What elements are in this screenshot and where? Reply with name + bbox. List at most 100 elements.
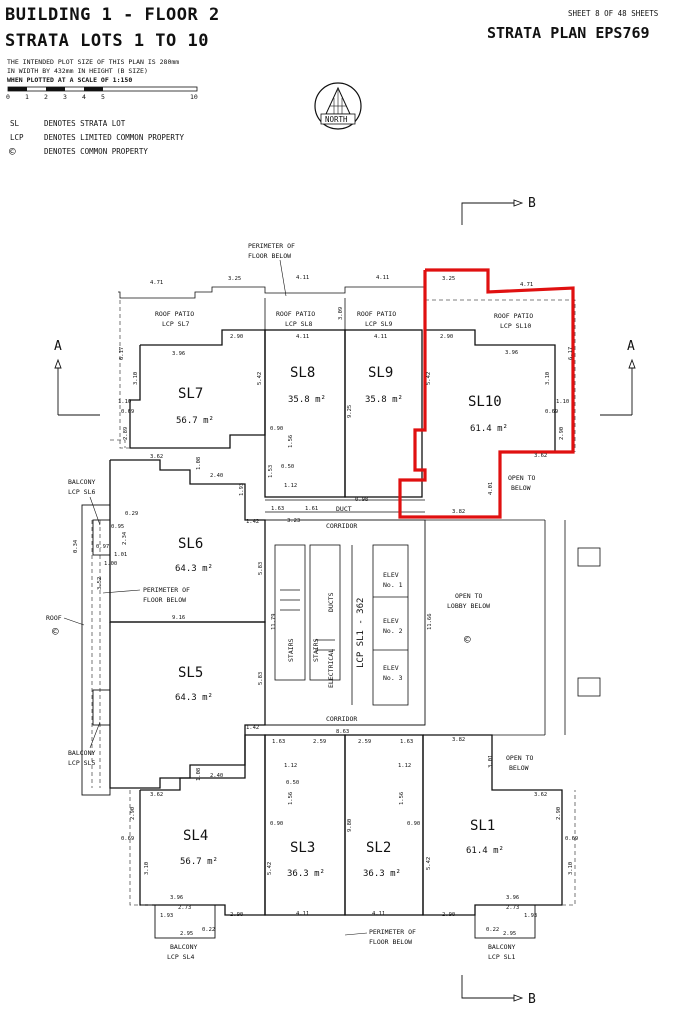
dim-sl5-863: 8.63	[336, 729, 349, 735]
dim-sl10-290b: 2.90	[559, 427, 565, 440]
roof-label: ROOF	[46, 614, 62, 622]
dim-bot-240: 2.40	[210, 773, 223, 779]
stairs-label-1: STAIRS	[287, 638, 295, 662]
dim-sl1-310: 3.10	[568, 862, 574, 875]
dim-sl8-156: 1.56	[288, 435, 294, 448]
balcony-sl5-line1: BALCONY	[68, 749, 95, 757]
lot-sl3-name: SL3	[290, 840, 315, 856]
strata-plan-number: STRATA PLAN EPS769	[487, 24, 650, 42]
dim-sl4-310: 3.10	[144, 862, 150, 875]
dim-sl10-617: 6.17	[568, 347, 574, 360]
dim-sl7-290: 2.90	[230, 334, 243, 340]
dim-cor-163: 1.63	[271, 506, 284, 512]
open-below-top-line1: OPEN TO	[508, 474, 535, 482]
lot-sl4-name: SL4	[183, 828, 208, 844]
dim-sl8-153: 1.53	[268, 465, 274, 478]
dim-sl7-617: 6.17	[119, 347, 125, 360]
dim-sl3-090: 0.90	[270, 821, 283, 827]
dim-sl3-411: 4.11	[296, 911, 309, 917]
dim-sl6-323: 3.23	[287, 518, 300, 524]
lot-sl7-name: SL7	[178, 386, 203, 402]
dim-sl1-193: 1.93	[524, 913, 537, 919]
legend-abbr-sl: SL	[10, 119, 20, 128]
scale-bar: 0 1 2 3 4 5 10	[6, 86, 198, 101]
dim-bal-097: 0.97	[96, 544, 109, 550]
dim-bal-095: 0.95	[111, 524, 124, 530]
balcony-sl4-line2: LCP SL4	[167, 953, 194, 961]
dim-top-411a: 4.11	[296, 275, 309, 281]
elev3-line1: ELEV	[383, 664, 399, 672]
dim-top-325b: 3.25	[442, 276, 455, 282]
balcony-sl1-line2: LCP SL1	[488, 953, 515, 961]
perimeter-left-line1: PERIMETER OF	[143, 586, 190, 594]
dim-sl4-022: 0.22	[202, 927, 215, 933]
lot-sl9-name: SL9	[368, 365, 393, 381]
dim-sl10-362: 3.62	[534, 453, 547, 459]
duct-label: DUCT	[336, 505, 352, 513]
lot-sl1-area: 61.4 m²	[466, 846, 504, 856]
open-below-top-line2: BELOW	[511, 484, 531, 492]
lot-sl4-area: 56.7 m²	[180, 857, 218, 867]
dim-bal-034: 0.34	[73, 539, 79, 553]
dim-sl6-142: 1.42	[246, 519, 259, 525]
dim-top-325a: 3.25	[228, 276, 241, 282]
lcp-center-label: LCP SL1 - 362	[356, 598, 366, 668]
electrical-label: ELECTRICAL	[327, 649, 335, 688]
lot-sl10-area: 61.4 m²	[470, 424, 508, 434]
patio-sl7-line2: LCP SL7	[162, 320, 189, 328]
dim-sl8-112: 1.12	[284, 483, 297, 489]
dim-bot-301: 3.01	[488, 755, 494, 768]
perimeter-top-line1: PERIMETER OF	[248, 242, 295, 250]
dim-sl8-090: 0.90	[270, 426, 283, 432]
dim-top-471: 4.71	[150, 280, 163, 286]
lot-sl2-name: SL2	[366, 840, 391, 856]
dim-sl1-290: 2.90	[556, 807, 562, 820]
dim-sl2-156: 1.56	[399, 792, 405, 805]
scale-tick-4: 4	[82, 93, 86, 101]
sheet-number: SHEET 8 OF 48 SHEETS	[568, 9, 659, 18]
dim-sl7-069: 0.69	[121, 409, 134, 415]
perimeter-bottom-line1: PERIMETER OF	[369, 928, 416, 936]
legend-text-sl: DENOTES STRATA LOT	[44, 119, 126, 128]
dim-sl10-310: 3.10	[545, 372, 551, 385]
scale-tick-0: 0	[6, 93, 10, 101]
dim-mid-1179: 11.79	[271, 613, 277, 630]
dim-mid-916: 9.16	[172, 615, 185, 621]
open-below-bottom-line2: BELOW	[509, 764, 529, 772]
dim-sl10-069: 0.69	[545, 409, 558, 415]
patio-sl8-line1: ROOF PATIO	[276, 310, 315, 318]
plot-note-line2: IN WIDTH BY 432mm IN HEIGHT (B SIZE)	[7, 67, 148, 75]
section-a-left: A	[54, 339, 62, 354]
dim-cor-161: 1.61	[305, 506, 318, 512]
dim-sl10-382: 3.82	[452, 509, 465, 515]
north-label: NORTH	[325, 115, 348, 124]
dim-sl6-583: 5.83	[258, 562, 264, 575]
dim-sl2-411: 4.11	[372, 911, 385, 917]
dim-sl2-980: 9.80	[347, 819, 353, 832]
dim-sl4-069: 0.69	[121, 836, 134, 842]
legend-abbr-lcp: LCP	[10, 133, 24, 142]
dim-sl1-273: 2.73	[506, 905, 519, 911]
dim-sl4-193: 1.93	[160, 913, 173, 919]
lot-sl3-area: 36.3 m²	[287, 869, 325, 879]
balcony-sl4-line1: BALCONY	[170, 943, 197, 951]
dim-bot-108: 1.08	[196, 768, 202, 781]
legend-text-lcp: DENOTES LIMITED COMMON PROPERTY	[44, 133, 184, 142]
dim-bot-163a: 1.63	[272, 739, 285, 745]
dim-bot-259b: 2.59	[358, 739, 371, 745]
dim-mid-1166: 11.66	[427, 613, 433, 630]
stair-core	[274, 544, 409, 706]
dim-sl6-193: 1.93	[239, 483, 245, 496]
section-b-bottom: B	[528, 992, 536, 1007]
lot-sl6-name: SL6	[178, 536, 203, 552]
dim-sl10-290: 2.90	[440, 334, 453, 340]
dim-sl7-310: 3.10	[133, 372, 139, 385]
dim-sl10-542: 5.42	[426, 372, 432, 385]
dim-sl4-396: 3.96	[170, 895, 183, 901]
open-void	[425, 519, 601, 736]
lot-sl7-area: 56.7 m²	[176, 416, 214, 426]
section-a-right: A	[627, 339, 635, 354]
dim-sl8-050: 0.50	[281, 464, 294, 470]
balcony-sl1-line1: BALCONY	[488, 943, 515, 951]
